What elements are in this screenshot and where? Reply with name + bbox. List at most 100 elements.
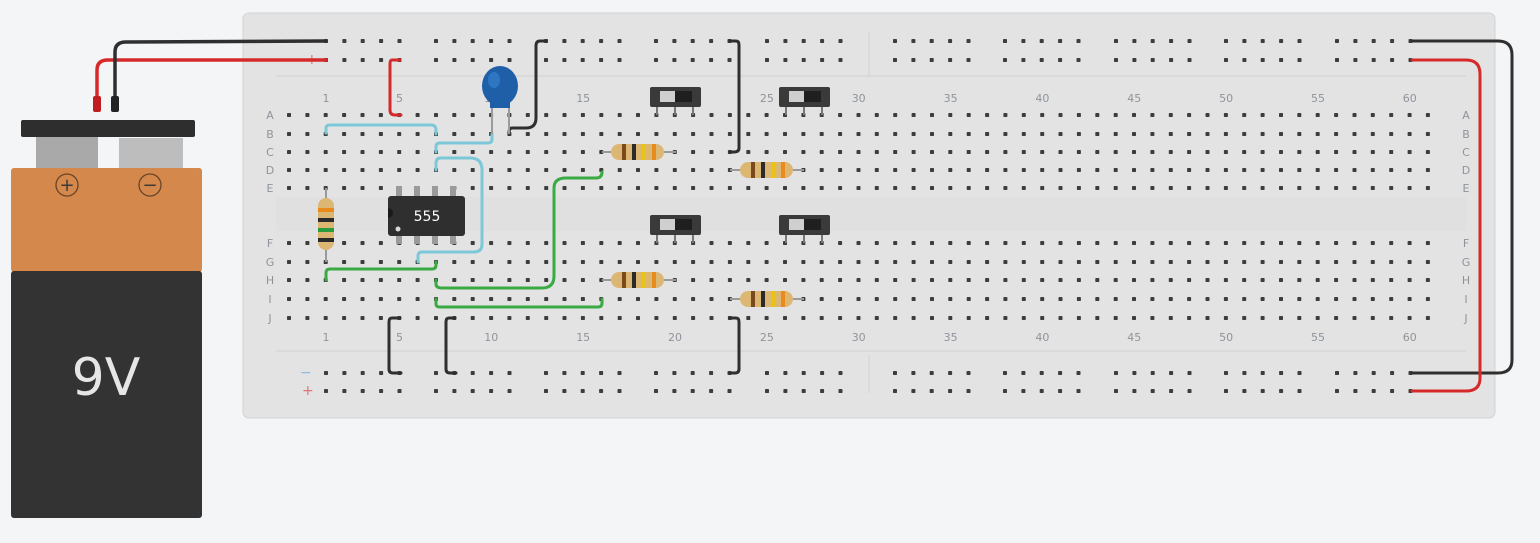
hole-power-rail-top[interactable]	[434, 39, 438, 43]
hole-bottom-row[interactable]	[1095, 297, 1100, 301]
hole-bottom-row[interactable]	[525, 297, 530, 301]
hole-bottom-row[interactable]	[507, 241, 512, 245]
hole-bottom-row[interactable]	[507, 278, 512, 282]
hole-top-row[interactable]	[1352, 168, 1357, 172]
hole-bottom-row[interactable]	[489, 278, 494, 282]
hole-top-row[interactable]	[525, 168, 530, 172]
hole-top-row[interactable]	[525, 186, 530, 190]
hole-bottom-row[interactable]	[287, 316, 291, 320]
hole-bottom-row[interactable]	[1150, 316, 1155, 320]
hole-top-row[interactable]	[544, 168, 549, 172]
hole-bottom-row[interactable]	[1003, 297, 1008, 301]
hole-bottom-row[interactable]	[727, 241, 732, 245]
hole-power-rail-top[interactable]	[1297, 39, 1302, 43]
hole-top-row[interactable]	[838, 168, 843, 172]
hole-bottom-row[interactable]	[930, 241, 934, 245]
hole-top-row[interactable]	[911, 168, 916, 172]
hole-bottom-row[interactable]	[1187, 297, 1192, 301]
hole-bottom-row[interactable]	[378, 241, 383, 245]
hole-top-row[interactable]	[305, 168, 310, 172]
hole-top-row[interactable]	[305, 113, 310, 117]
hole-power-rail-bottom[interactable]	[765, 371, 769, 375]
hole-bottom-row[interactable]	[1242, 316, 1247, 320]
hole-top-row[interactable]	[562, 113, 567, 117]
resistor-3[interactable]	[602, 272, 676, 288]
hole-top-row[interactable]	[1315, 168, 1320, 172]
hole-top-row[interactable]	[323, 168, 328, 172]
hole-bottom-row[interactable]	[507, 297, 512, 301]
hole-power-rail-top[interactable]	[709, 58, 714, 62]
hole-bottom-row[interactable]	[1352, 297, 1357, 301]
hole-top-row[interactable]	[1187, 150, 1192, 154]
hole-power-rail-bottom[interactable]	[709, 389, 714, 393]
hole-top-row[interactable]	[893, 132, 898, 136]
wire-black-gnd-1[interactable]	[387, 316, 403, 375]
hole-bottom-row[interactable]	[1407, 278, 1412, 282]
hole-power-rail-top[interactable]	[599, 39, 604, 43]
hole-bottom-row[interactable]	[801, 278, 806, 282]
hole-top-row[interactable]	[874, 113, 879, 117]
hole-bottom-row[interactable]	[452, 297, 457, 301]
hole-top-row[interactable]	[378, 186, 383, 190]
hole-top-row[interactable]	[801, 186, 806, 190]
hole-power-rail-top[interactable]	[1169, 58, 1174, 62]
hole-top-row[interactable]	[874, 186, 879, 190]
hole-top-row[interactable]	[1260, 168, 1265, 172]
hole-top-row[interactable]	[930, 113, 934, 117]
hole-power-rail-bottom[interactable]	[489, 371, 494, 375]
hole-top-row[interactable]	[1058, 186, 1063, 190]
hole-bottom-row[interactable]	[1205, 316, 1210, 320]
hole-top-row[interactable]	[985, 168, 990, 172]
battery-minus-lead[interactable]	[113, 39, 328, 108]
hole-bottom-row[interactable]	[1260, 316, 1265, 320]
hole-bottom-row[interactable]	[1425, 297, 1430, 301]
hole-bottom-row[interactable]	[1150, 278, 1155, 282]
hole-bottom-row[interactable]	[1040, 241, 1045, 245]
hole-bottom-row[interactable]	[727, 260, 732, 264]
slide-switch-2[interactable]	[779, 87, 830, 115]
hole-power-rail-top[interactable]	[562, 39, 567, 43]
hole-bottom-row[interactable]	[1315, 297, 1320, 301]
hole-top-row[interactable]	[1076, 150, 1081, 154]
hole-top-row[interactable]	[727, 113, 732, 117]
hole-power-rail-top[interactable]	[544, 58, 548, 62]
hole-bottom-row[interactable]	[562, 241, 567, 245]
hole-power-rail-bottom[interactable]	[379, 389, 384, 393]
hole-power-rail-top[interactable]	[1039, 39, 1044, 43]
hole-bottom-row[interactable]	[1370, 241, 1375, 245]
hole-top-row[interactable]	[617, 168, 622, 172]
hole-bottom-row[interactable]	[378, 260, 383, 264]
hole-top-row[interactable]	[911, 132, 916, 136]
hole-bottom-row[interactable]	[893, 297, 898, 301]
hole-bottom-row[interactable]	[342, 241, 347, 245]
hole-top-row[interactable]	[360, 168, 365, 172]
hole-power-rail-top[interactable]	[838, 39, 843, 43]
hole-top-row[interactable]	[1003, 132, 1008, 136]
hole-power-rail-bottom[interactable]	[690, 389, 695, 393]
hole-top-row[interactable]	[1058, 168, 1063, 172]
hole-bottom-row[interactable]	[1425, 316, 1430, 320]
hole-top-row[interactable]	[1205, 186, 1210, 190]
hole-power-rail-top[interactable]	[452, 58, 457, 62]
hole-bottom-row[interactable]	[819, 316, 824, 320]
hole-bottom-row[interactable]	[893, 278, 898, 282]
hole-bottom-row[interactable]	[1389, 316, 1394, 320]
hole-bottom-row[interactable]	[709, 316, 714, 320]
hole-power-rail-top[interactable]	[948, 58, 953, 62]
hole-top-row[interactable]	[562, 150, 567, 154]
hole-bottom-row[interactable]	[305, 260, 310, 264]
hole-power-rail-top[interactable]	[1132, 39, 1137, 43]
hole-bottom-row[interactable]	[360, 316, 365, 320]
hole-power-rail-top[interactable]	[1021, 58, 1026, 62]
hole-top-row[interactable]	[1187, 132, 1192, 136]
hole-top-row[interactable]	[672, 132, 677, 136]
hole-top-row[interactable]	[1242, 150, 1247, 154]
hole-top-row[interactable]	[1352, 132, 1357, 136]
hole-bottom-row[interactable]	[1279, 316, 1283, 320]
hole-top-row[interactable]	[1076, 132, 1081, 136]
hole-top-row[interactable]	[1021, 132, 1026, 136]
hole-top-row[interactable]	[580, 186, 585, 190]
hole-power-rail-bottom[interactable]	[1224, 371, 1228, 375]
hole-power-rail-bottom[interactable]	[617, 389, 622, 393]
